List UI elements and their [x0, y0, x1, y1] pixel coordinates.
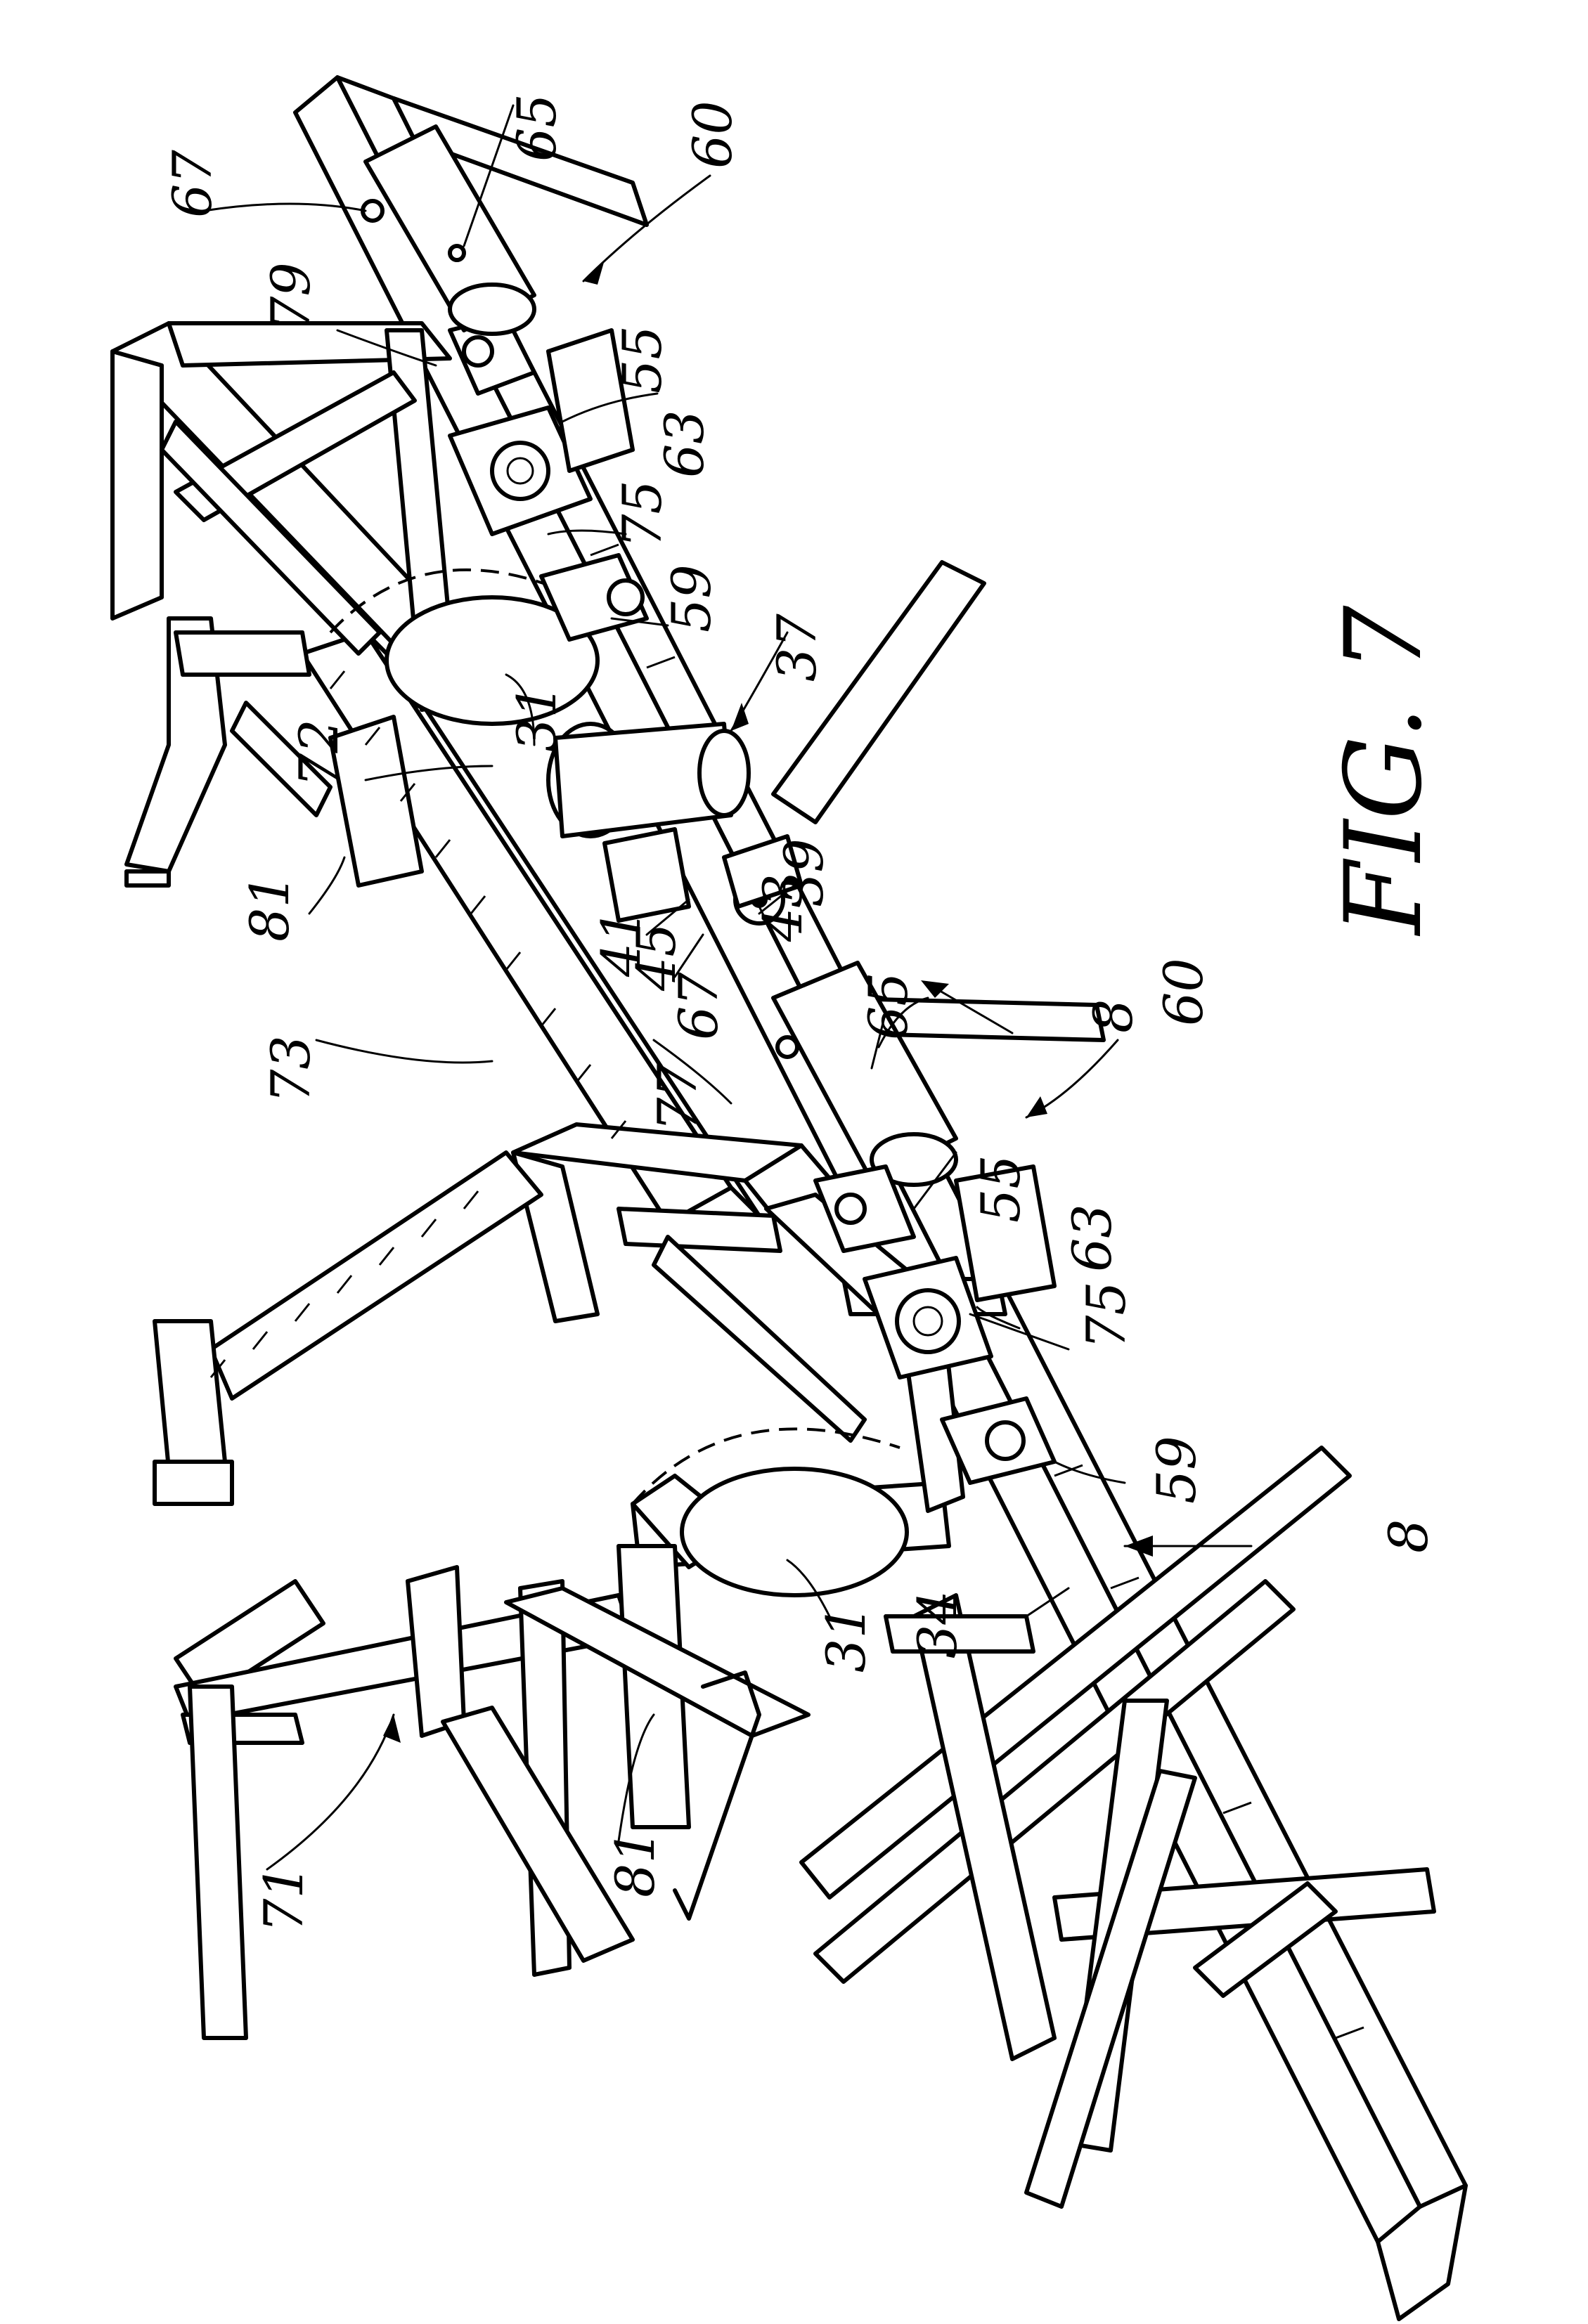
label-60-rear: 60: [681, 100, 744, 169]
label-59-rear: 59: [660, 564, 723, 632]
label-45: 45: [625, 923, 688, 992]
label-8-upper: 8: [1082, 999, 1144, 1033]
label-65-rear: 65: [505, 93, 568, 162]
adjuster-assembly: [546, 722, 803, 926]
reference-labels: 60 65 67 79 55 63 75 59 37 31 72 81 41 4…: [161, 93, 1440, 1933]
label-63-front: 63: [1061, 1204, 1123, 1272]
label-77: 77: [646, 1063, 709, 1131]
label-79: 79: [259, 262, 322, 330]
label-60-front: 60: [1152, 958, 1215, 1026]
figure-title: FIG. 7: [1323, 605, 1445, 937]
leader-lines: [202, 104, 1253, 1871]
label-65-front: 65: [857, 972, 919, 1040]
label-67-front: 67: [667, 972, 730, 1040]
label-31-rear: 31: [505, 684, 568, 752]
label-73: 73: [259, 1035, 322, 1103]
label-8-lower: 8: [1377, 1519, 1440, 1553]
cross-ties: [771, 560, 1436, 2209]
rear-head-assembly: [329, 124, 649, 726]
label-39: 39: [773, 838, 835, 907]
label-81-rear: 81: [238, 874, 301, 942]
label-75-rear: 75: [611, 480, 673, 548]
label-72: 72: [288, 719, 350, 787]
label-67-rear: 67: [161, 150, 224, 218]
label-81-front: 81: [604, 1829, 666, 1897]
label-75-front: 75: [1075, 1281, 1137, 1349]
label-41: 41: [590, 909, 652, 978]
label-71: 71: [252, 1864, 315, 1933]
label-34: 34: [906, 1590, 969, 1658]
label-43: 43: [751, 874, 814, 942]
front-head-assembly: [631, 961, 1057, 1597]
label-37: 37: [766, 614, 828, 682]
label-55-rear: 55: [611, 325, 673, 394]
label-55-front: 55: [969, 1155, 1032, 1223]
label-31-front: 31: [815, 1604, 877, 1673]
label-63-rear: 63: [653, 410, 716, 478]
label-59-front: 59: [1145, 1436, 1208, 1504]
